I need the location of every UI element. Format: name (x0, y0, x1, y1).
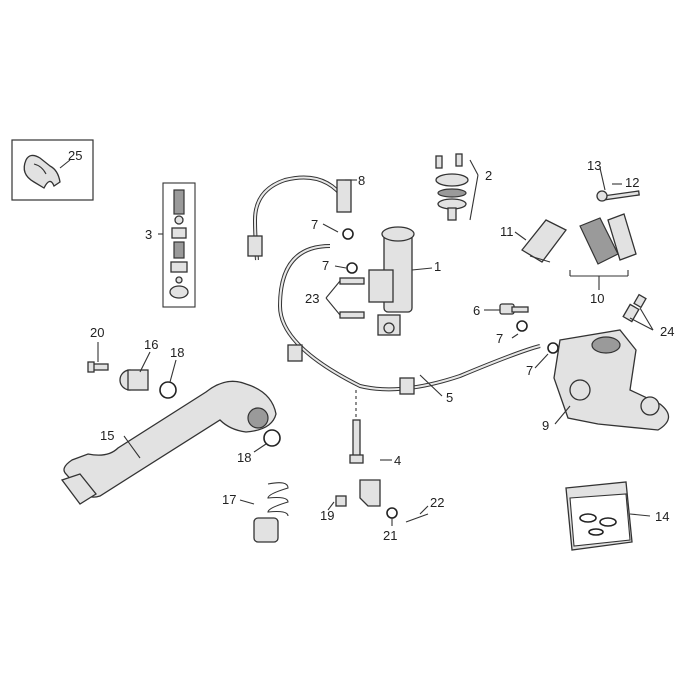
callout-14: 14 (655, 509, 669, 524)
callout-11: 11 (500, 224, 514, 239)
callout-17: 17 (222, 492, 236, 507)
callout-6: 6 (473, 303, 480, 318)
callout-2: 2 (485, 168, 492, 183)
callout-7-third: 7 (496, 331, 503, 346)
part-18-o-ring-lower (263, 429, 281, 447)
part-8-reservoir-hose (247, 175, 352, 261)
part-21-washer (386, 507, 398, 519)
part-25-clip (11, 139, 94, 201)
part-12-pad-pin (596, 190, 640, 202)
part-16-bushing (119, 369, 149, 391)
part-3-repair-kit (162, 182, 196, 308)
callout-4: 4 (394, 453, 401, 468)
callout-8: 8 (358, 173, 365, 188)
callout-16: 16 (144, 337, 158, 352)
part-24-bleeder (622, 293, 647, 323)
callout-7-upper: 7 (311, 217, 318, 232)
part-15-brake-pedal (60, 380, 277, 505)
part-5-brake-hose (277, 244, 541, 395)
callout-21: 21 (383, 528, 397, 543)
callout-3: 3 (145, 227, 152, 242)
part-4-push-rod (349, 390, 381, 507)
part-1-master-cylinder (368, 226, 415, 336)
part-22-cotter-pin (405, 513, 429, 523)
part-23-bolts (339, 277, 365, 319)
part-9-caliper (553, 329, 670, 431)
part-14-seal-kit (565, 481, 633, 551)
part-17-return-spring (253, 482, 289, 543)
callout-7-fourth: 7 (526, 363, 533, 378)
callout-7-second: 7 (322, 258, 329, 273)
callout-24: 24 (660, 324, 674, 339)
part-11-pad-spring (521, 219, 567, 263)
callout-23: 23 (305, 291, 319, 306)
part-2-reservoir-cap (435, 153, 469, 221)
callout-labels: 25 3 8 2 13 12 7 7 1 11 10 23 6 7 7 24 5… (68, 148, 674, 543)
callout-10: 10 (590, 291, 604, 306)
part-19-pin (335, 495, 347, 507)
callout-5: 5 (446, 390, 453, 405)
callout-1: 1 (434, 259, 441, 274)
callout-12: 12 (625, 175, 639, 190)
callout-13: 13 (587, 158, 601, 173)
callout-15: 15 (100, 428, 114, 443)
callout-20: 20 (90, 325, 104, 340)
leader-lines (59, 159, 654, 526)
callout-18-lower: 18 (237, 450, 251, 465)
callout-18-upper: 18 (170, 345, 184, 360)
callout-19: 19 (320, 508, 334, 523)
part-18-o-ring-upper (159, 381, 177, 399)
part-10-brake-pads (569, 213, 637, 290)
callout-9: 9 (542, 418, 549, 433)
part-20-pivot-bolt (87, 361, 109, 373)
callout-25: 25 (68, 148, 82, 163)
part-6-banjo-bolt (342, 228, 559, 354)
callout-22: 22 (430, 495, 444, 510)
